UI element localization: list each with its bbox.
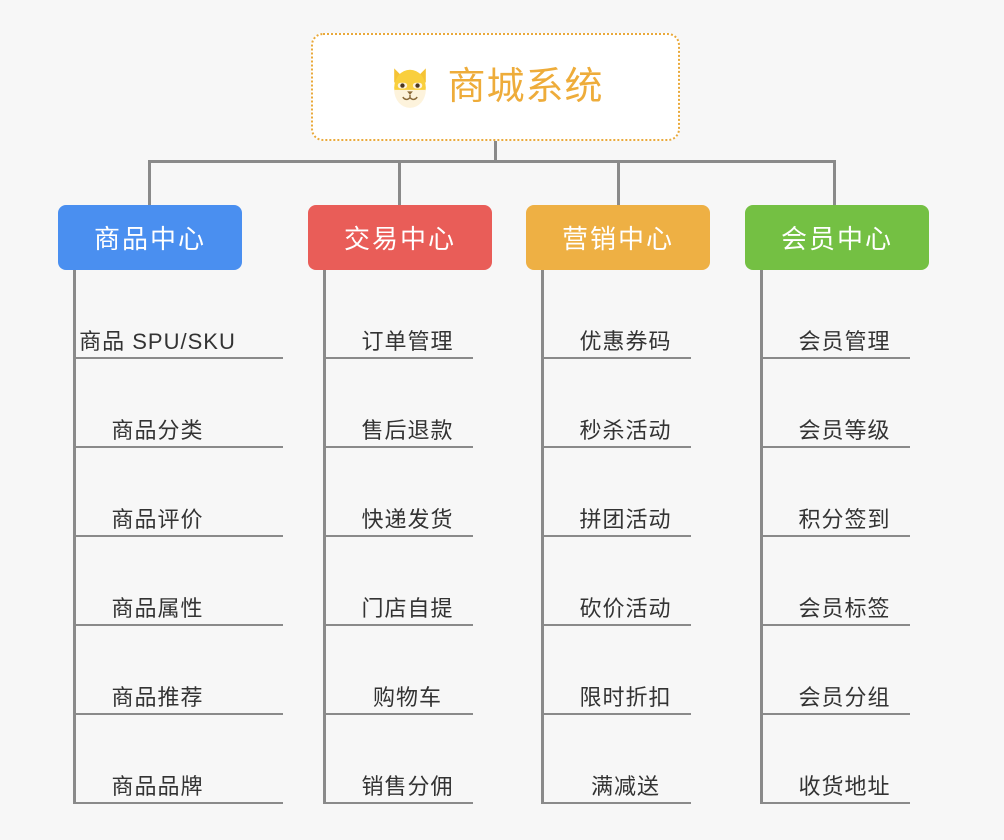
leaf-item[interactable]: 商品推荐 bbox=[58, 626, 283, 715]
leaf-item[interactable]: 销售分佣 bbox=[308, 715, 492, 804]
leaf-item-label: 优惠券码 bbox=[579, 328, 672, 354]
leaf-item-label: 购物车 bbox=[372, 684, 442, 710]
leaf-item[interactable]: 会员管理 bbox=[745, 270, 929, 359]
category-column-1: 商品中心商品 SPU/SKU 商品分类商品评价商品属性商品推荐商品品牌 bbox=[58, 205, 283, 804]
leaf-item-label: 积分签到 bbox=[798, 506, 891, 532]
leaf-item-label: 商品分类 bbox=[111, 417, 204, 443]
leaf-list: 会员管理会员等级积分签到会员标签会员分组收货地址 bbox=[745, 270, 929, 804]
connector-drop-3 bbox=[617, 160, 620, 205]
leaf-spine bbox=[760, 270, 763, 804]
leaf-item[interactable]: 拼团活动 bbox=[526, 448, 710, 537]
leaf-item-label: 商品推荐 bbox=[111, 684, 204, 710]
leaf-item[interactable]: 商品评价 bbox=[58, 448, 283, 537]
leaf-item[interactable]: 订单管理 bbox=[308, 270, 492, 359]
leaf-item-label: 销售分佣 bbox=[361, 773, 454, 799]
leaf-item[interactable]: 商品 SPU/SKU bbox=[58, 270, 283, 359]
leaf-item-label: 门店自提 bbox=[361, 595, 454, 621]
category-label: 商品中心 bbox=[93, 224, 206, 254]
leaf-item-label: 会员分组 bbox=[798, 684, 891, 710]
leaf-item[interactable]: 会员等级 bbox=[745, 359, 929, 448]
category-label: 营销中心 bbox=[561, 224, 674, 254]
leaf-item[interactable]: 会员标签 bbox=[745, 537, 929, 626]
leaf-item[interactable]: 购物车 bbox=[308, 626, 492, 715]
category-label: 会员中心 bbox=[780, 224, 893, 254]
leaf-item-label: 秒杀活动 bbox=[579, 417, 672, 443]
category-box[interactable]: 营销中心 bbox=[526, 205, 710, 270]
connector-root-vertical bbox=[494, 141, 497, 162]
leaf-item[interactable]: 售后退款 bbox=[308, 359, 492, 448]
leaf-list: 订单管理售后退款快递发货门店自提购物车销售分佣 bbox=[308, 270, 492, 804]
leaf-item[interactable]: 积分签到 bbox=[745, 448, 929, 537]
leaf-item[interactable]: 限时折扣 bbox=[526, 626, 710, 715]
leaf-item-label: 收货地址 bbox=[798, 773, 891, 799]
leaf-item-label: 会员管理 bbox=[798, 328, 891, 354]
leaf-item-label: 商品品牌 bbox=[111, 773, 204, 799]
category-box[interactable]: 交易中心 bbox=[308, 205, 492, 270]
leaf-spine bbox=[73, 270, 76, 804]
root-node[interactable]: 商城系统 bbox=[311, 33, 680, 141]
category-column-3: 营销中心优惠券码秒杀活动拼团活动砍价活动限时折扣满减送 bbox=[526, 205, 710, 804]
leaf-list: 商品 SPU/SKU 商品分类商品评价商品属性商品推荐商品品牌 bbox=[58, 270, 283, 804]
leaf-spine bbox=[541, 270, 544, 804]
leaf-item[interactable]: 会员分组 bbox=[745, 626, 929, 715]
leaf-item-label: 砍价活动 bbox=[579, 595, 672, 621]
leaf-item-label: 会员标签 bbox=[798, 595, 891, 621]
leaf-item-label: 快递发货 bbox=[361, 506, 454, 532]
connector-drop-1 bbox=[148, 160, 151, 205]
leaf-item[interactable]: 秒杀活动 bbox=[526, 359, 710, 448]
connector-horizontal-bus bbox=[148, 160, 836, 163]
leaf-list: 优惠券码秒杀活动拼团活动砍价活动限时折扣满减送 bbox=[526, 270, 710, 804]
leaf-item[interactable]: 砍价活动 bbox=[526, 537, 710, 626]
leaf-item[interactable]: 满减送 bbox=[526, 715, 710, 804]
category-column-2: 交易中心订单管理售后退款快递发货门店自提购物车销售分佣 bbox=[308, 205, 492, 804]
leaf-item-label: 售后退款 bbox=[361, 417, 454, 443]
connector-drop-4 bbox=[833, 160, 836, 205]
root-title: 商城系统 bbox=[447, 66, 604, 108]
leaf-item-label: 订单管理 bbox=[361, 328, 454, 354]
leaf-item-label: 商品属性 bbox=[111, 595, 204, 621]
leaf-item[interactable]: 收货地址 bbox=[745, 715, 929, 804]
category-box[interactable]: 商品中心 bbox=[58, 205, 242, 270]
connector-drop-2 bbox=[398, 160, 401, 205]
leaf-item[interactable]: 商品分类 bbox=[58, 359, 283, 448]
leaf-item-label: 会员等级 bbox=[798, 417, 891, 443]
leaf-item-label: 限时折扣 bbox=[579, 684, 672, 710]
leaf-item[interactable]: 门店自提 bbox=[308, 537, 492, 626]
category-column-4: 会员中心会员管理会员等级积分签到会员标签会员分组收货地址 bbox=[745, 205, 929, 804]
leaf-item-label: 商品评价 bbox=[111, 506, 204, 532]
leaf-item[interactable]: 商品品牌 bbox=[58, 715, 283, 804]
leaf-item-label: 满减送 bbox=[590, 773, 660, 799]
leaf-item[interactable]: 优惠券码 bbox=[526, 270, 710, 359]
leaf-spine bbox=[323, 270, 326, 804]
category-label: 交易中心 bbox=[343, 224, 456, 254]
leaf-item[interactable]: 快递发货 bbox=[308, 448, 492, 537]
leaf-item[interactable]: 商品属性 bbox=[58, 537, 283, 626]
leaf-item-label: 拼团活动 bbox=[579, 506, 672, 532]
shiba-dog-face-icon bbox=[394, 68, 427, 108]
category-box[interactable]: 会员中心 bbox=[745, 205, 929, 270]
leaf-item-label: 商品 SPU/SKU bbox=[79, 328, 236, 354]
